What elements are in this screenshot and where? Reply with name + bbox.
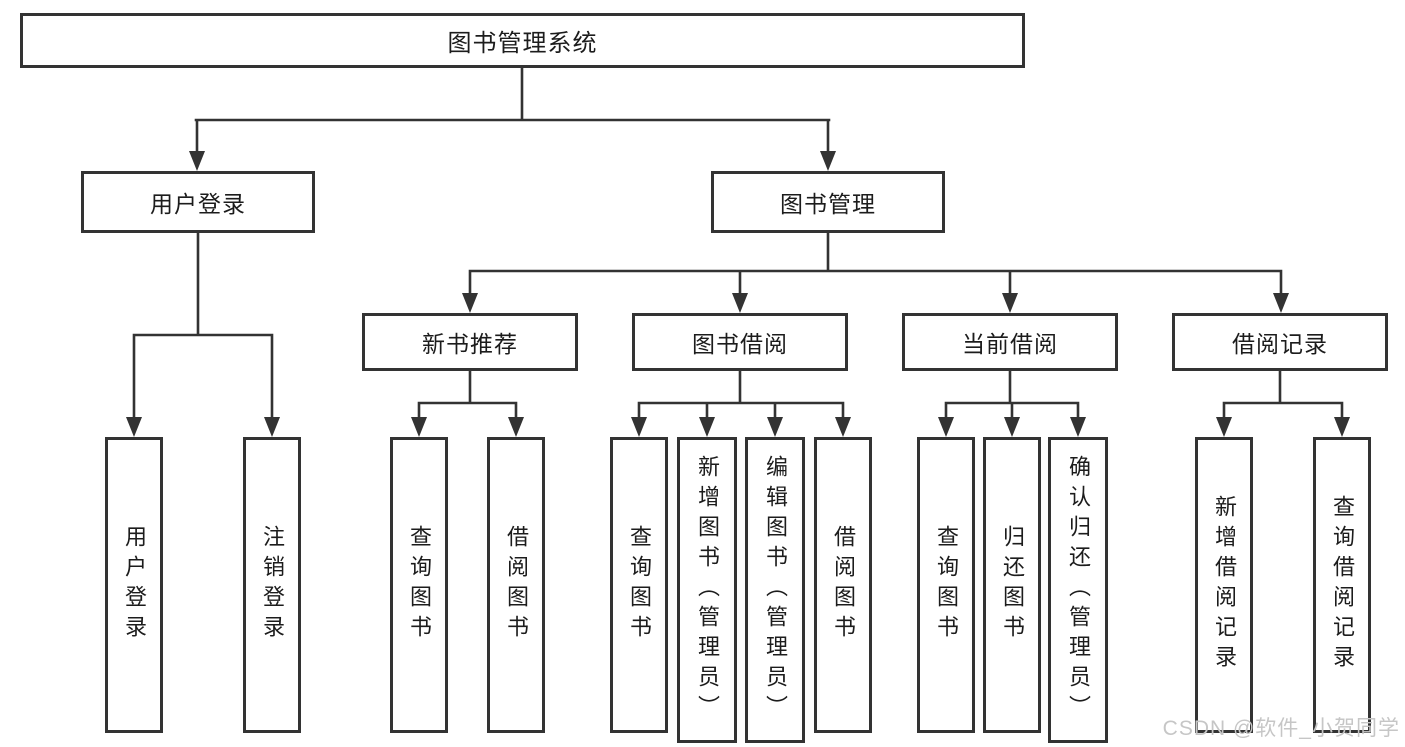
leaf-confirm-return-admin-label: 确认归还（管理员） (1066, 455, 1091, 725)
arrowhead (631, 417, 647, 437)
leaf-user-login-label: 用户登录 (122, 525, 147, 645)
leaf-query-books-3-label: 查询图书 (934, 525, 959, 645)
leaf-add-books-admin: 新增图书（管理员） (677, 437, 737, 743)
arrowhead (767, 417, 783, 437)
leaf-user-login: 用户登录 (105, 437, 163, 733)
leaf-borrow-books-1-label: 借阅图书 (504, 525, 529, 645)
node-new-book-recommend-label: 新书推荐 (422, 331, 518, 357)
node-borrow-records: 借阅记录 (1172, 313, 1388, 371)
leaf-add-borrow-record-label: 新增借阅记录 (1212, 495, 1237, 675)
arrowheads (126, 151, 1350, 437)
connector-records-to-leaves (1222, 369, 1344, 421)
node-user-login: 用户登录 (81, 171, 315, 233)
arrowhead (732, 293, 748, 313)
leaf-query-books-3: 查询图书 (917, 437, 975, 733)
leaf-query-books-2-label: 查询图书 (627, 525, 652, 645)
leaf-edit-books-admin: 编辑图书（管理员） (745, 437, 805, 743)
arrowhead (126, 417, 142, 437)
arrowhead (1004, 417, 1020, 437)
leaf-add-books-admin-label: 新增图书（管理员） (695, 455, 720, 725)
leaf-confirm-return-admin: 确认归还（管理员） (1048, 437, 1108, 743)
arrowhead (1273, 293, 1289, 313)
leaf-add-borrow-record: 新增借阅记录 (1195, 437, 1253, 733)
node-book-management: 图书管理 (711, 171, 945, 233)
node-current-borrow-label: 当前借阅 (962, 331, 1058, 357)
arrowhead (1070, 417, 1086, 437)
leaf-return-books-label: 归还图书 (1000, 525, 1025, 645)
watermark: CSDN @软件_小贺同学 (1162, 717, 1400, 740)
leaf-borrow-books-1: 借阅图书 (487, 437, 545, 733)
leaf-query-borrow-record-label: 查询借阅记录 (1330, 495, 1355, 675)
connector-borrow-to-leaves (637, 369, 845, 421)
arrowhead (699, 417, 715, 437)
node-book-management-label: 图书管理 (780, 191, 876, 217)
arrowhead (462, 293, 478, 313)
node-borrow-records-label: 借阅记录 (1232, 331, 1328, 357)
leaf-query-borrow-record: 查询借阅记录 (1313, 437, 1371, 733)
arrowhead (820, 151, 836, 171)
leaf-logout-label: 注销登录 (260, 525, 285, 645)
leaf-logout: 注销登录 (243, 437, 301, 733)
connector-userlogin-to-leaves (132, 231, 274, 421)
node-current-borrow: 当前借阅 (902, 313, 1118, 371)
node-new-book-recommend: 新书推荐 (362, 313, 578, 371)
arrowhead (1002, 293, 1018, 313)
node-library-system-label: 图书管理系统 (447, 30, 598, 57)
arrowhead (1334, 417, 1350, 437)
leaf-borrow-books-2: 借阅图书 (814, 437, 872, 733)
leaf-query-books-2: 查询图书 (610, 437, 668, 733)
arrowhead (264, 417, 280, 437)
leaf-borrow-books-2-label: 借阅图书 (831, 525, 856, 645)
connector-root-to-level2 (194, 66, 831, 155)
connector-paths (132, 66, 1344, 421)
connector-newbooks-to-leaves (417, 369, 518, 421)
arrowhead (411, 417, 427, 437)
leaf-edit-books-admin-label: 编辑图书（管理员） (763, 455, 788, 725)
node-user-login-label: 用户登录 (150, 191, 246, 217)
node-book-borrow: 图书借阅 (632, 313, 848, 371)
arrowhead (508, 417, 524, 437)
node-book-borrow-label: 图书借阅 (692, 331, 788, 357)
arrowhead (1216, 417, 1232, 437)
arrowhead (189, 151, 205, 171)
arrowhead (835, 417, 851, 437)
arrowhead (938, 417, 954, 437)
connector-bookmgmt-to-level3 (468, 231, 1283, 297)
leaf-query-books-1: 查询图书 (390, 437, 448, 733)
leaf-query-books-1-label: 查询图书 (407, 525, 432, 645)
leaf-return-books: 归还图书 (983, 437, 1041, 733)
connector-current-to-leaves (944, 369, 1080, 421)
node-library-system: 图书管理系统 (20, 13, 1025, 68)
